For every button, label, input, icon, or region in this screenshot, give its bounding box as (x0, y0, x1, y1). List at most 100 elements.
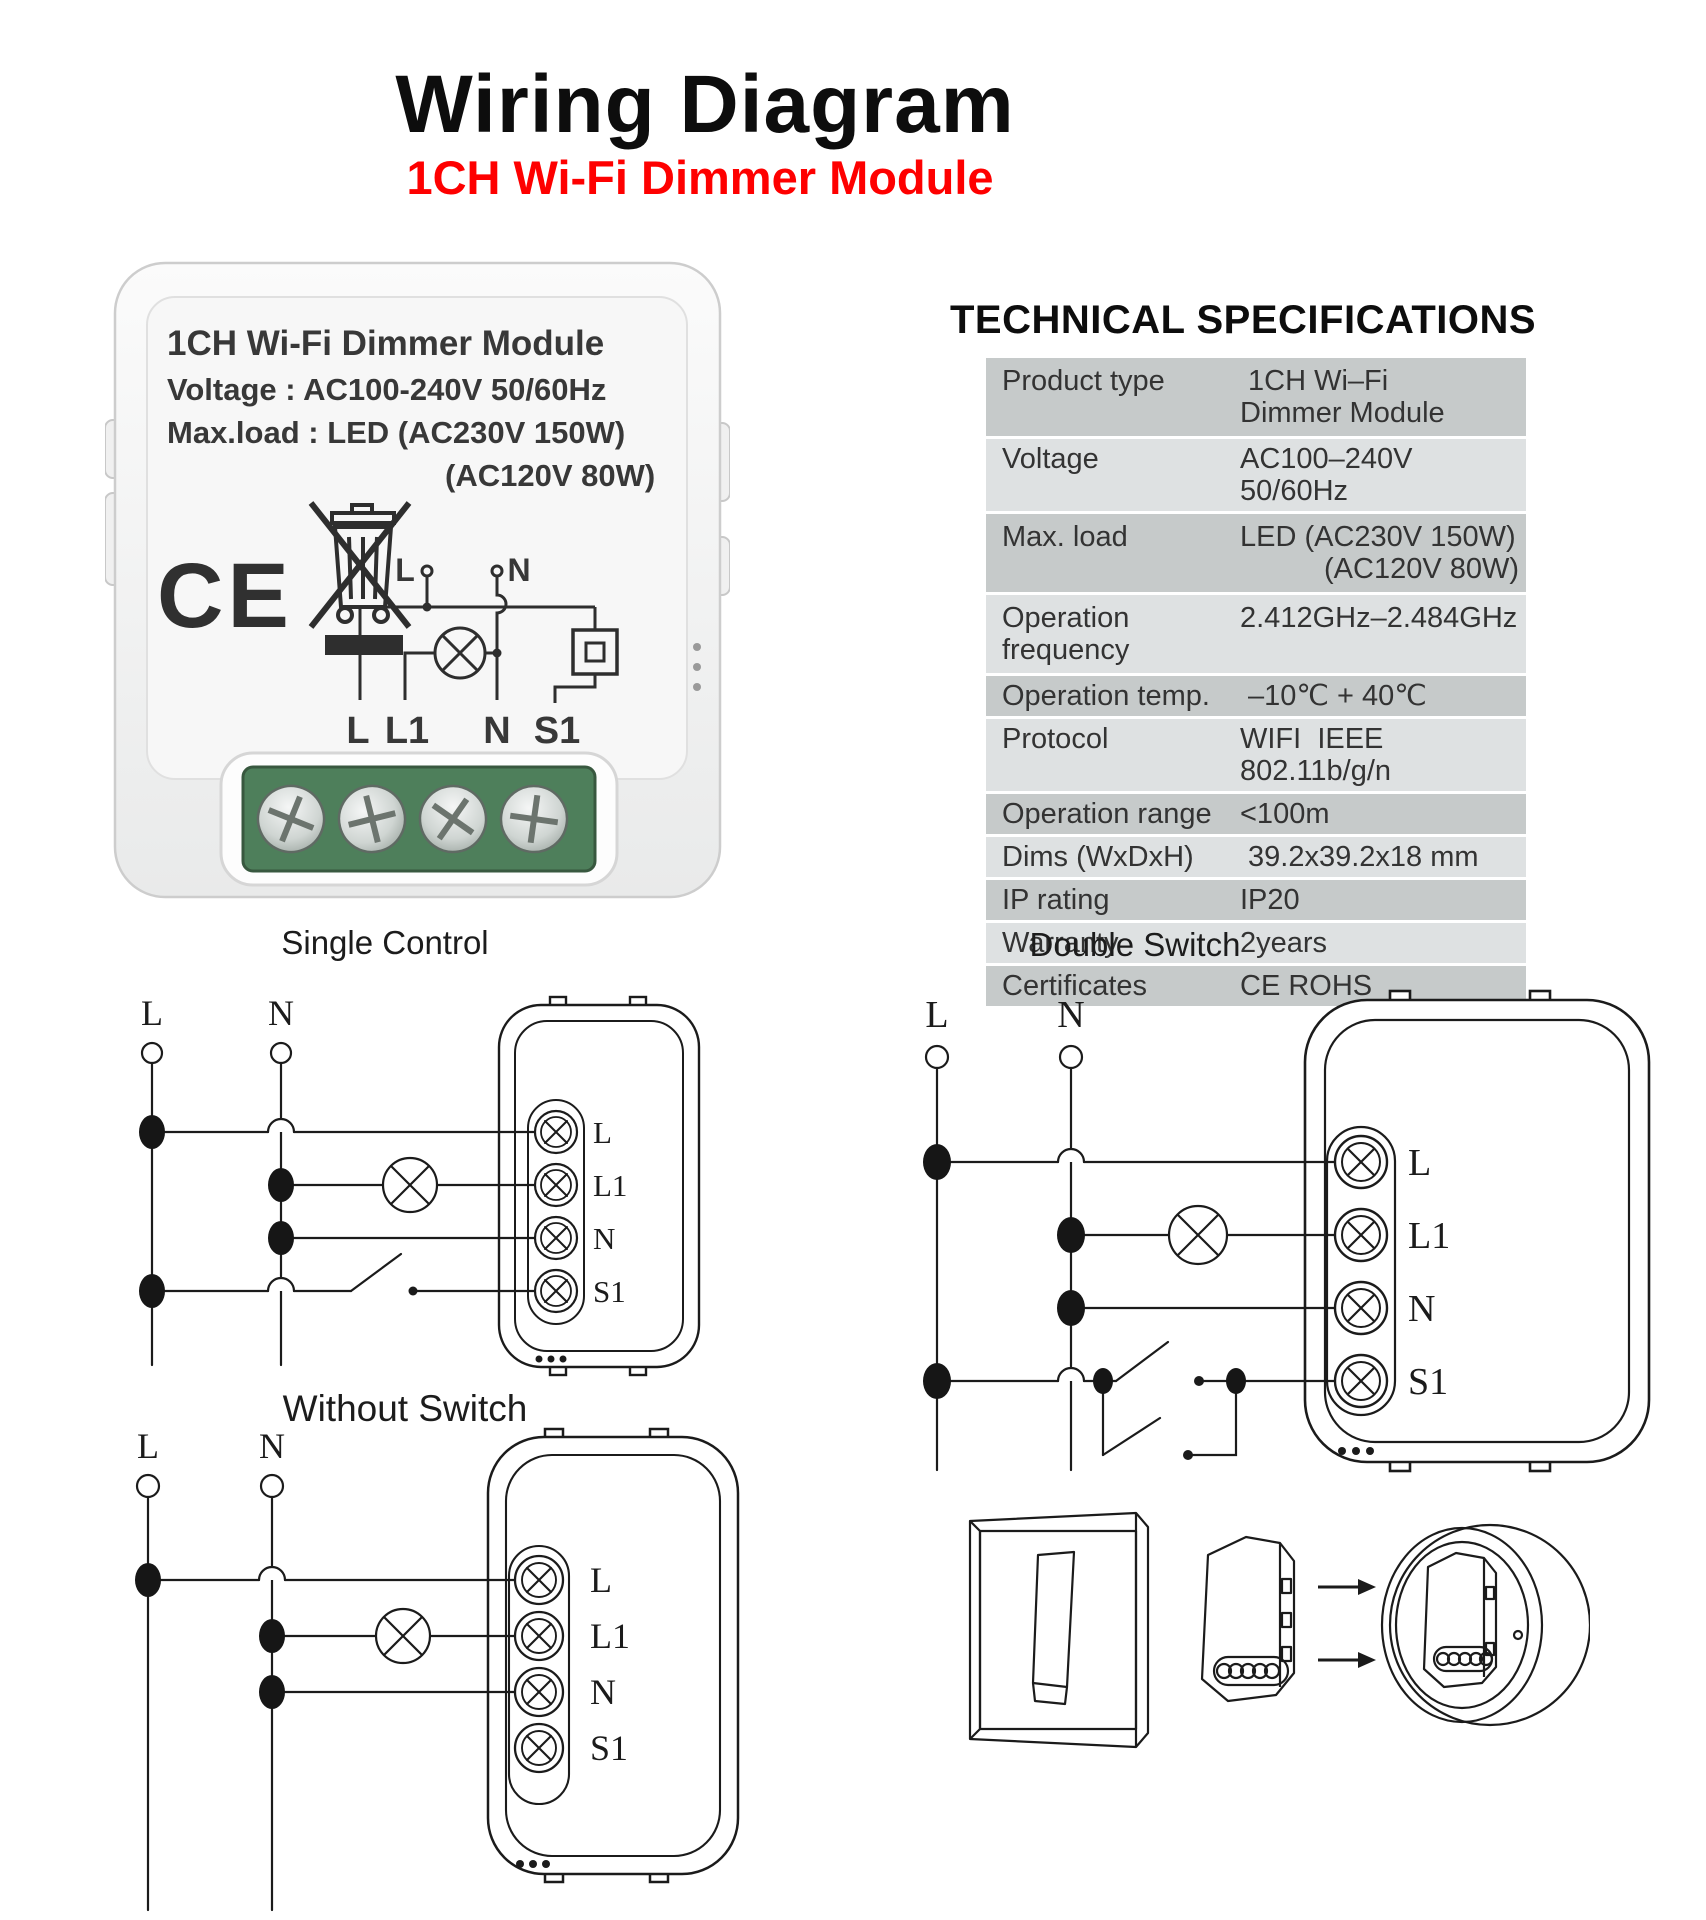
junction-dots (923, 1144, 1246, 1399)
source-l-label: L (137, 1426, 159, 1466)
table-row: Max. load LED (AC230V 150W)(AC120V 80W) (986, 514, 1526, 595)
spec-label: Product type (1002, 365, 1165, 397)
terminal-screws (256, 784, 569, 854)
insert-arrows (1318, 1579, 1376, 1668)
lamp-icon (1167, 1204, 1229, 1266)
module-label-plate (146, 296, 688, 780)
spec-value: <100m (1240, 798, 1330, 830)
spec-value: 2.412GHz–2.484GHz (1240, 602, 1518, 634)
single-control-label: Single Control (281, 924, 489, 961)
spec-label: Operation temp. (1002, 680, 1210, 712)
terminal-label-s1: S1 (593, 1274, 626, 1309)
without-switch-label: Without Switch (282, 1388, 528, 1429)
spec-label: Certificates (1002, 970, 1148, 1002)
table-row: Voltage AC100–240V 50/60Hz (986, 439, 1526, 514)
product-photo: 1CH Wi-Fi Dimmer Module Voltage : AC100-… (105, 261, 730, 899)
single-control-diagram: L L1 N S1 L N (139, 993, 701, 1377)
terminal-label-l1: L1 (590, 1616, 630, 1656)
module-terminal-labels: L L1 N S1 (593, 1115, 627, 1309)
installation-illustration (968, 1511, 1590, 1749)
junction-dots (139, 1115, 294, 1308)
page-title: Wiring Diagram (395, 59, 1015, 150)
switch-lever-1 (1114, 1340, 1170, 1383)
wall-switch-plate (968, 1511, 1150, 1749)
table-row: Warranty 2years (986, 923, 1526, 966)
switch-lever-2 (1101, 1416, 1162, 1457)
spec-label: Warranty (1002, 927, 1119, 959)
module-terminal-labels: L L1 N S1 (590, 1560, 630, 1768)
spec-label: IP rating (1002, 884, 1110, 916)
terminal-label-l: L (590, 1560, 612, 1600)
junction-dots (135, 1563, 285, 1709)
lamp-icon (381, 1156, 439, 1214)
spec-value: CE ROHS (1240, 970, 1373, 1002)
wires (935, 1147, 1338, 1460)
print-terminal-l1: L1 (385, 710, 429, 752)
without-switch-diagram: L L1 N S1 L N (135, 1426, 740, 1912)
printed-mini-diagram: L N L L1 N S1 (346, 552, 619, 752)
table-row: Operation temp. –10℃ + 40℃ (986, 676, 1526, 719)
spec-label: Protocol (1002, 723, 1109, 755)
dimmer-module-3d (1200, 1535, 1296, 1703)
print-terminal-s1: S1 (534, 710, 580, 752)
print-max-load: Max.load : LED (AC230V 150W) (167, 415, 625, 450)
terminal-label-l1: L1 (1408, 1215, 1450, 1257)
terminal-block (219, 751, 619, 887)
wires (146, 1565, 534, 1694)
source-n-label: N (268, 993, 294, 1033)
parallel-branch-right (1186, 1379, 1238, 1457)
source-n-label: N (259, 1426, 285, 1466)
terminal-label-l: L (1408, 1142, 1431, 1184)
print-terminal-l: L (346, 710, 369, 752)
wires (150, 1117, 549, 1296)
spec-value: IP20 (1240, 884, 1300, 916)
table-row: Protocol WIFI IEEE 802.11b/g/n (986, 719, 1526, 794)
spec-value: LED (AC230V 150W)(AC120V 80W) (1240, 521, 1520, 585)
rocker-switch (1031, 1550, 1076, 1689)
double-switch-label: Double Switch (1029, 926, 1241, 963)
round-junction-box (1380, 1523, 1590, 1727)
specs-heading: TECHNICAL SPECIFICATIONS (950, 298, 1537, 342)
source-l-label: L (925, 994, 948, 1036)
page-subtitle: 1CH Wi-Fi Dimmer Module (406, 151, 994, 204)
source-lines: L N (140, 993, 294, 1367)
spec-label: Dims (WxDxH) (1002, 841, 1194, 873)
indicator-dots (693, 643, 701, 691)
print-product-name: 1CH Wi-Fi Dimmer Module (167, 324, 604, 363)
module-terminal-screws (533, 1109, 579, 1314)
terminal-label-s1: S1 (590, 1728, 628, 1768)
terminal-label-n: N (590, 1672, 616, 1712)
spec-value: –10℃ + 40℃ (1248, 680, 1427, 712)
weee-bin-icon (308, 501, 412, 655)
spec-value: WIFI IEEE 802.11b/g/n (1240, 723, 1392, 787)
switch-lever (349, 1252, 403, 1293)
table-row: Certificates CE ROHS (986, 966, 1526, 1006)
spec-value: 39.2x39.2x18 mm (1248, 841, 1479, 873)
terminal-label-s1: S1 (1408, 1361, 1448, 1403)
spec-label: Max. load (1002, 521, 1128, 553)
module-outline (1303, 989, 1651, 1473)
lamp-icon (374, 1607, 432, 1665)
mini-l-label: L (395, 552, 415, 588)
table-row: IP rating IP20 (986, 880, 1526, 923)
terminal-label-l: L (593, 1115, 612, 1150)
terminal-label-n: N (593, 1221, 615, 1256)
source-lines: L N (924, 994, 1085, 1472)
source-l-label: L (141, 993, 163, 1033)
double-switch-diagram: L L1 N S1 L N (923, 989, 1651, 1473)
table-row: Dims (WxDxH) 39.2x39.2x18 mm (986, 837, 1526, 880)
spec-value: 2years (1240, 927, 1328, 959)
module-terminal-screws (1333, 1134, 1389, 1409)
mini-n-label: N (507, 552, 530, 588)
print-max-load-2: (AC120V 80W) (445, 458, 655, 493)
spec-label: Voltage (1002, 443, 1099, 475)
source-n-label: N (1057, 994, 1084, 1036)
module-terminal-screws (513, 1554, 565, 1774)
print-terminal-n: N (483, 710, 510, 752)
